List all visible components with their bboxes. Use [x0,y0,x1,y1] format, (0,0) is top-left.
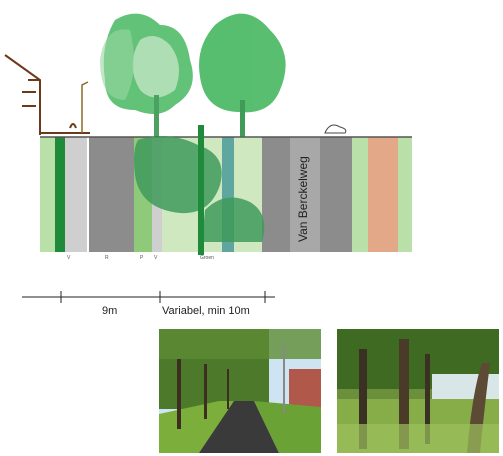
tree-3 [100,29,134,100]
strip-median [290,137,320,252]
strip-green-1 [40,137,58,252]
strip-label-groen: Groen [200,255,214,261]
tree-trunk-strip [198,125,204,255]
strip-label-r: R [105,255,109,261]
strip-brick-path [368,137,398,252]
tree-2 [199,13,286,137]
street-lamp [81,81,89,133]
street-name-label: Van Berckelweg [296,156,310,242]
shrub [324,124,347,134]
strip-label-v2: V [154,255,158,261]
dimension-label-1: 9m [102,305,118,317]
tree-lined-cycle-path-photo [159,329,321,453]
strip-road [89,137,134,252]
woodland-green-strip-photo [337,329,499,453]
house-outline [4,54,90,135]
strip-footpath [65,137,87,252]
strip-label-p: P [140,255,144,261]
strip-hedge [55,137,65,252]
strip-green-2 [352,137,368,252]
dimension-line [22,291,275,303]
dimension-label-2: Variabel, min 10m [162,305,250,317]
strip-label-v1: V [67,255,71,261]
low-canopy-2 [202,197,265,242]
strip-green-3 [398,137,412,252]
